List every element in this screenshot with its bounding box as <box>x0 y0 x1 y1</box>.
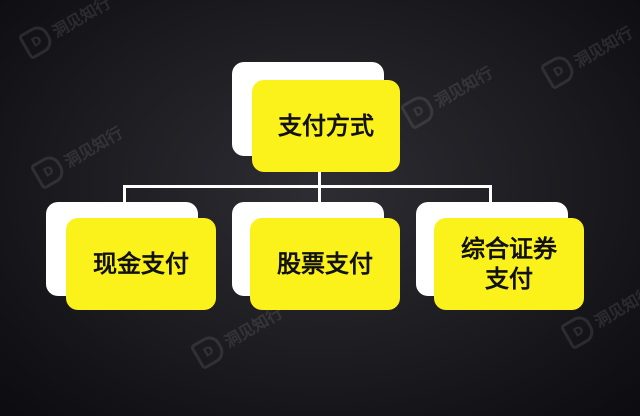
root-node-card: 支付方式 <box>252 80 400 172</box>
watermark-text: 洞见知行 <box>49 0 115 42</box>
connector-middle-down <box>318 185 321 207</box>
child-node-card: 综合证券 支付 <box>434 218 584 310</box>
watermark: D 洞见知行 <box>17 0 115 61</box>
connector-root-down <box>318 168 321 188</box>
watermark-text: 洞见知行 <box>431 62 497 112</box>
watermark: D 洞见知行 <box>539 18 637 91</box>
connector-left-down <box>123 185 126 207</box>
watermark-text: 洞见知行 <box>61 122 127 172</box>
child-node-card: 现金支付 <box>66 218 216 310</box>
connector-right-down <box>489 185 492 207</box>
watermark-text: 洞见知行 <box>571 22 637 72</box>
child-node-label: 股票支付 <box>277 250 373 278</box>
connector-horizontal <box>123 185 492 188</box>
child-node-label: 综合证券 支付 <box>461 235 557 293</box>
child-node-card: 股票支付 <box>250 218 400 310</box>
watermark: D 洞见知行 <box>399 58 497 131</box>
watermark-text: 洞见知行 <box>591 282 640 332</box>
watermark: D 洞见知行 <box>29 118 127 191</box>
child-node-label: 现金支付 <box>93 250 189 278</box>
root-node-label: 支付方式 <box>278 112 374 140</box>
